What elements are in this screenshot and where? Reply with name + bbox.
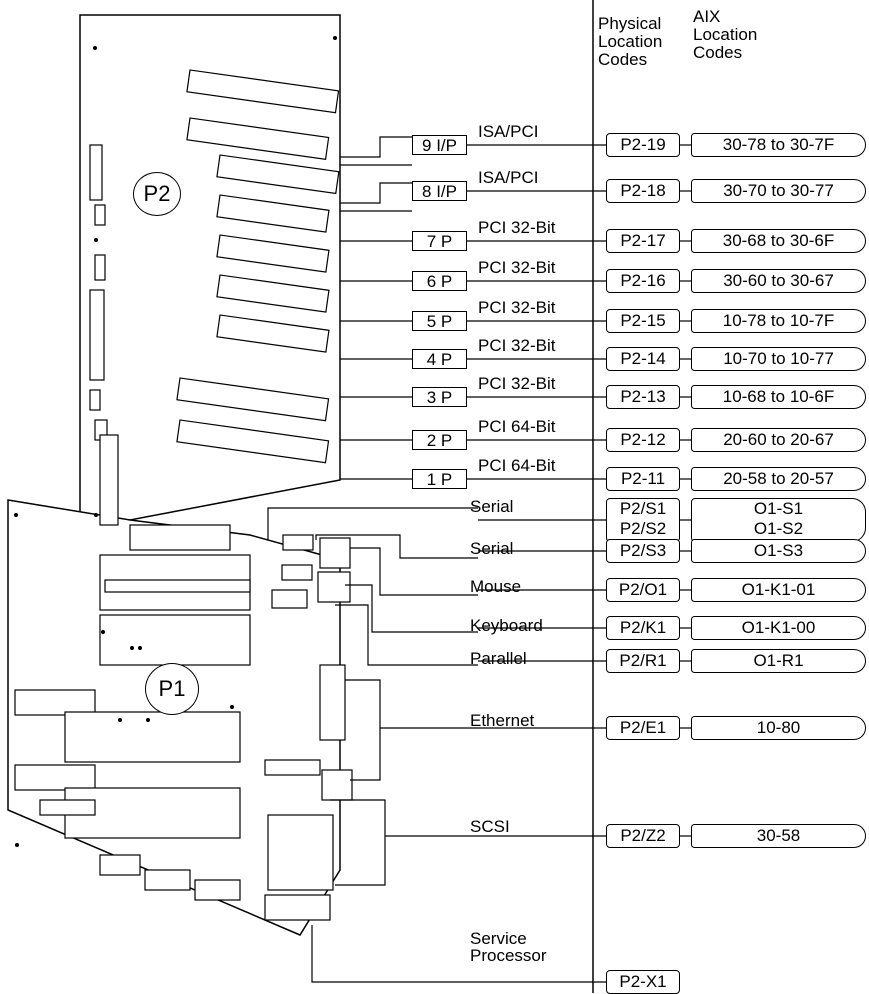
port-physical-code-3: P2/O1	[606, 578, 680, 602]
physical-location-codes-header: Physical Location Codes	[598, 14, 663, 69]
port-leader-3	[350, 547, 478, 596]
port-name-3: Mouse	[470, 577, 522, 596]
aix-code-6: 10-70 to 10-77	[691, 347, 866, 371]
bus-type-label-1: ISA/PCI	[478, 122, 539, 141]
p2-card-slots	[176, 69, 340, 464]
physical-code-5: P2-15	[606, 309, 680, 333]
port-leader-7	[330, 799, 386, 886]
port-leader-8	[311, 925, 478, 983]
port-leader-5	[335, 604, 478, 666]
port-physical-code-2: P2/S3	[606, 539, 680, 563]
physical-code-7: P2-13	[606, 385, 680, 409]
port-aix-code-3: O1-K1-01	[691, 578, 866, 602]
slot-number-1: 9 I/P	[412, 135, 467, 155]
card-slot-9	[176, 419, 330, 464]
bus-type-label-6: PCI 32-Bit	[478, 336, 556, 355]
aix-code-8: 20-60 to 20-67	[691, 428, 866, 452]
physical-code-1: P2-19	[606, 133, 680, 157]
port-name-1: Serial	[470, 497, 514, 516]
p1-holes	[14, 36, 337, 847]
card-slot-6	[216, 274, 330, 313]
aix-code-7: 10-68 to 10-6F	[691, 385, 866, 409]
port-aix-code-2: O1-S3	[691, 539, 866, 563]
physical-code-9: P2-11	[606, 467, 680, 491]
slot-leader-2	[340, 182, 412, 204]
card-slot-5	[216, 234, 330, 273]
slot-number-5: 5 P	[412, 311, 467, 331]
slot-number-4: 6 P	[412, 271, 467, 291]
aix-location-codes-header: AIX Location Codes	[693, 7, 758, 62]
card-slot-3	[216, 154, 340, 195]
leader-lines	[267, 136, 691, 983]
port-physical-code-5: P2/R1	[606, 649, 680, 673]
port-aix-code-6: 10-80	[691, 716, 866, 740]
aix-code-4: 30-60 to 30-67	[691, 269, 866, 293]
port-physical-code-8: P2-X1	[606, 970, 680, 994]
physical-code-8: P2-12	[606, 428, 680, 452]
aix-code-3: 30-68 to 30-6F	[691, 229, 866, 253]
port-aix-code-4: O1-K1-00	[691, 616, 866, 640]
port-name-6: Ethernet	[470, 711, 535, 730]
card-slot-1	[186, 69, 340, 114]
physical-code-2: P2-18	[606, 179, 680, 203]
p1-components	[14, 524, 353, 921]
bus-type-label-9: PCI 64-Bit	[478, 456, 556, 475]
io-connectors	[271, 534, 351, 609]
bus-type-label-8: PCI 64-Bit	[478, 417, 556, 436]
port-aix-code-1: O1-S1 O1-S2	[691, 498, 866, 542]
card-slot-8	[176, 377, 330, 422]
bus-type-label-5: PCI 32-Bit	[478, 298, 556, 317]
port-name-7: SCSI	[470, 817, 510, 836]
bus-type-label-4: PCI 32-Bit	[478, 258, 556, 277]
card-slot-2	[186, 117, 330, 160]
port-name-5: Parallel	[470, 649, 527, 668]
card-slot-7	[216, 314, 330, 353]
port-leader-2	[315, 534, 478, 559]
physical-code-3: P2-17	[606, 229, 680, 253]
slot-number-2: 8 I/P	[412, 181, 467, 201]
board-label-p2: P2	[133, 172, 181, 216]
port-physical-code-7: P2/Z2	[606, 824, 680, 848]
slot-number-3: 7 P	[412, 231, 467, 251]
bus-type-label-7: PCI 32-Bit	[478, 374, 556, 393]
aix-code-9: 20-58 to 20-57	[691, 467, 866, 491]
slot-leader-1	[340, 136, 412, 158]
port-physical-code-1: P2/S1 P2/S2	[606, 498, 680, 542]
aix-code-1: 30-78 to 30-7F	[691, 133, 866, 157]
board-label-p1: P1	[145, 663, 199, 715]
port-aix-code-7: 30-58	[691, 824, 866, 848]
physical-code-6: P2-14	[606, 347, 680, 371]
aix-code-5: 10-78 to 10-7F	[691, 309, 866, 333]
slot-number-9: 1 P	[412, 469, 467, 489]
card-slot-4	[216, 194, 330, 233]
physical-code-4: P2-16	[606, 269, 680, 293]
port-physical-code-6: P2/E1	[606, 716, 680, 740]
slot-number-7: 3 P	[412, 387, 467, 407]
port-name-8: Service Processor	[470, 929, 547, 965]
p2-edge-connectors	[89, 144, 119, 526]
port-leader-6	[345, 679, 381, 781]
bus-type-label-3: PCI 32-Bit	[478, 218, 556, 237]
port-aix-code-5: O1-R1	[691, 649, 866, 673]
port-leader-4	[345, 584, 478, 633]
port-leader-1	[267, 507, 478, 540]
aix-code-2: 30-70 to 30-77	[691, 179, 866, 203]
slot-number-6: 4 P	[412, 349, 467, 369]
bus-type-label-2: ISA/PCI	[478, 168, 539, 187]
port-physical-code-4: P2/K1	[606, 616, 680, 640]
port-name-4: Keyboard	[470, 616, 543, 635]
port-name-2: Serial	[470, 539, 514, 558]
slot-number-8: 2 P	[412, 430, 467, 450]
